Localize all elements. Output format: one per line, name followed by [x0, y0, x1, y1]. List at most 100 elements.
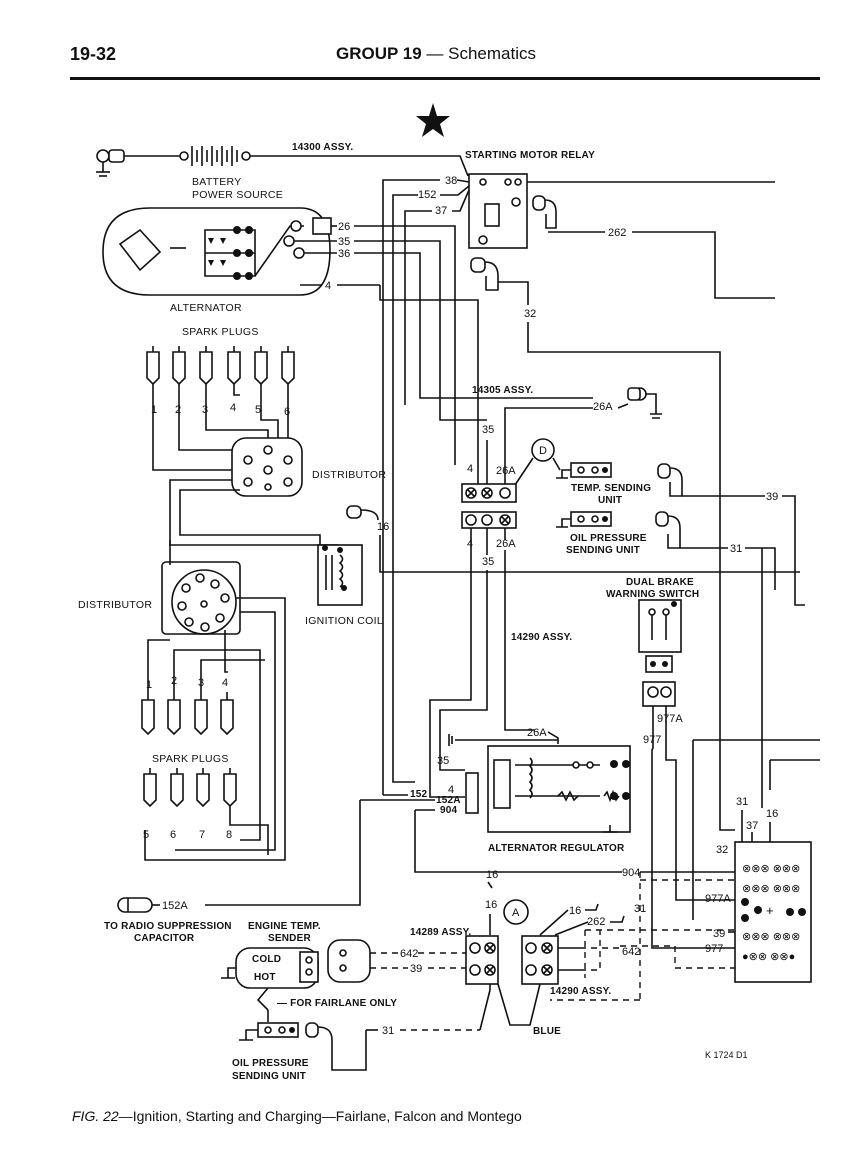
- group-title: GROUP 19 — Schematics: [336, 44, 536, 74]
- wire-977A-cluster-label: 977A: [705, 893, 731, 905]
- wire-26A-lower-label: 26A: [496, 538, 516, 550]
- figure-number: FIG. 22—: [72, 1108, 133, 1124]
- wire-31-bottom-label: 31: [382, 1025, 394, 1037]
- page-number: 19-32: [70, 44, 117, 64]
- temp-sending-label: TEMP. SENDING: [571, 483, 651, 494]
- radio-suppression-capacitor: [117, 897, 160, 913]
- wire-152-label: 152: [418, 189, 436, 201]
- wire-37-cluster-label: 37: [746, 820, 758, 832]
- wire-152A-regulator-label: 152A: [436, 795, 461, 806]
- wire-35-label: 35: [338, 236, 350, 248]
- wire-26A-label-top: 26A: [593, 401, 613, 413]
- assy-14305-label: 14305 ASSY.: [472, 385, 533, 396]
- gauge-a-icon: [503, 899, 529, 925]
- plug-top-6: 6: [284, 406, 290, 418]
- for-fairlane-label: — FOR FAIRLANE ONLY: [277, 998, 397, 1009]
- wire-4-regulator-label: 4: [448, 784, 454, 796]
- distributor-left-label: DISTRIBUTOR: [78, 599, 152, 611]
- alternator-internal-circuit: [118, 217, 332, 280]
- group-name: GROUP 19: [336, 44, 422, 63]
- wire-262-label: 262: [608, 227, 626, 239]
- temp-sending-terminal: [657, 463, 683, 497]
- wire-39-right-label: 39: [766, 491, 778, 503]
- wire-32-label: 32: [524, 308, 536, 320]
- battery-label: BATTERY: [192, 176, 242, 188]
- temp-sending-sublabel: UNIT: [598, 495, 622, 506]
- plug-top-3: 3: [202, 404, 208, 416]
- radio-capacitor-sublabel: CAPACITOR: [134, 933, 195, 944]
- radio-capacitor-label: TO RADIO SUPPRESSION: [104, 921, 232, 932]
- svg-text:⊗⊗⊗ ⊗⊗⊗: ⊗⊗⊗ ⊗⊗⊗: [742, 931, 800, 943]
- wire-977-upper-label: 977: [643, 734, 661, 746]
- wire-4-lower-label: 4: [467, 538, 473, 550]
- figure-caption: FIG. 22—Ignition, Starting and Charging—…: [72, 1108, 522, 1124]
- wire-642-bottom-label: 642: [400, 948, 418, 960]
- plug-top-1: 1: [151, 404, 157, 416]
- terminal-block-upper: [461, 483, 517, 503]
- spark-plug-row-bottom-a: [141, 692, 234, 736]
- ground-terminal-14305: [627, 387, 662, 419]
- wire-35-regulator-label: 35: [437, 755, 449, 767]
- svg-text:+: +: [766, 903, 774, 918]
- spark-plugs-top-label: SPARK PLUGS: [182, 326, 259, 338]
- dual-brake-sublabel: WARNING SWITCH: [606, 589, 699, 600]
- wire-39-bottom-label: 39: [410, 963, 422, 975]
- oil-pressure-sending-unit: [556, 511, 612, 528]
- alternator-label: ALTERNATOR: [170, 302, 242, 314]
- regulator-plug: [465, 772, 479, 814]
- starter-terminal: [470, 257, 499, 291]
- spark-plug-row-top: [146, 346, 295, 386]
- title-dash: —: [426, 44, 444, 63]
- instrument-cluster-connector: ⊗⊗⊗ ⊗⊗⊗ ⊗⊗⊗ ⊗⊗⊗ + ⊗⊗⊗ ⊗⊗⊗ ●⊗⊗ ⊗⊗●: [734, 841, 812, 983]
- battery-sublabel: POWER SOURCE: [192, 189, 283, 201]
- terminal-block-14290: [521, 935, 559, 985]
- plug-bottom-4: 4: [222, 677, 228, 689]
- wire-152-regulator-label: 152: [410, 789, 428, 800]
- oil-pressure-terminal: [655, 511, 681, 549]
- plug-bottom-6: 6: [170, 829, 176, 841]
- alternator-regulator-label: ALTERNATOR REGULATOR: [488, 843, 625, 854]
- spark-plug-row-bottom-b: [143, 768, 237, 808]
- alternator-regulator: [487, 745, 631, 833]
- ground-terminal-battery: [96, 149, 125, 177]
- plug-top-4: 4: [230, 402, 236, 414]
- engine-temp-sender: [221, 947, 319, 989]
- distributor-top: [231, 437, 303, 497]
- temp-sending-unit: [556, 462, 612, 479]
- oil-pressure-sublabel: SENDING UNIT: [566, 545, 640, 556]
- wire-32-cluster-label: 32: [716, 844, 728, 856]
- figure-title: Ignition, Starting and Charging—Fairlane…: [132, 1108, 522, 1124]
- wire-16-a-label: 16: [569, 905, 581, 917]
- wire-977-cluster-label: 977: [705, 943, 723, 955]
- battery-icon: [179, 146, 251, 166]
- cold-label: COLD: [252, 954, 281, 965]
- plug-top-2: 2: [175, 404, 181, 416]
- wire-977A-upper-label: 977A: [657, 713, 683, 725]
- engine-temp-label: ENGINE TEMP.: [248, 921, 321, 932]
- wire-16-bottom-label: 16: [486, 869, 498, 881]
- wire-26-label: 26: [338, 221, 350, 233]
- distributor-left: [161, 561, 241, 635]
- ignition-coil-label: IGNITION COIL: [305, 615, 383, 627]
- gauge-a-label: A: [512, 907, 520, 919]
- distributor-top-label: DISTRIBUTOR: [312, 469, 386, 481]
- wire-31-a-label: 31: [634, 903, 646, 915]
- wire-31-right-label: 31: [730, 543, 742, 555]
- wire-38-label: 38: [445, 175, 457, 187]
- figure-code: K 1724 D1: [705, 1050, 748, 1060]
- wire-35-junction-label: 35: [482, 424, 494, 436]
- starting-motor-relay: [468, 173, 528, 249]
- wire-16-coil-label: 16: [377, 521, 389, 533]
- gauge-d-label: D: [539, 445, 547, 457]
- spark-plugs-bottom-label: SPARK PLUGS: [152, 753, 229, 765]
- battery-assy-label: 14300 ASSY.: [292, 142, 353, 153]
- blue-label: BLUE: [533, 1026, 561, 1037]
- wire-36-label: 36: [338, 248, 350, 260]
- svg-text:⊗⊗⊗ ⊗⊗⊗: ⊗⊗⊗ ⊗⊗⊗: [742, 863, 800, 875]
- terminal-block-14289: [465, 935, 499, 985]
- plug-top-5: 5: [255, 404, 261, 416]
- plug-bottom-5: 5: [143, 829, 149, 841]
- wire-35-lower-label: 35: [482, 556, 494, 568]
- wire-31-cluster-label: 31: [736, 796, 748, 808]
